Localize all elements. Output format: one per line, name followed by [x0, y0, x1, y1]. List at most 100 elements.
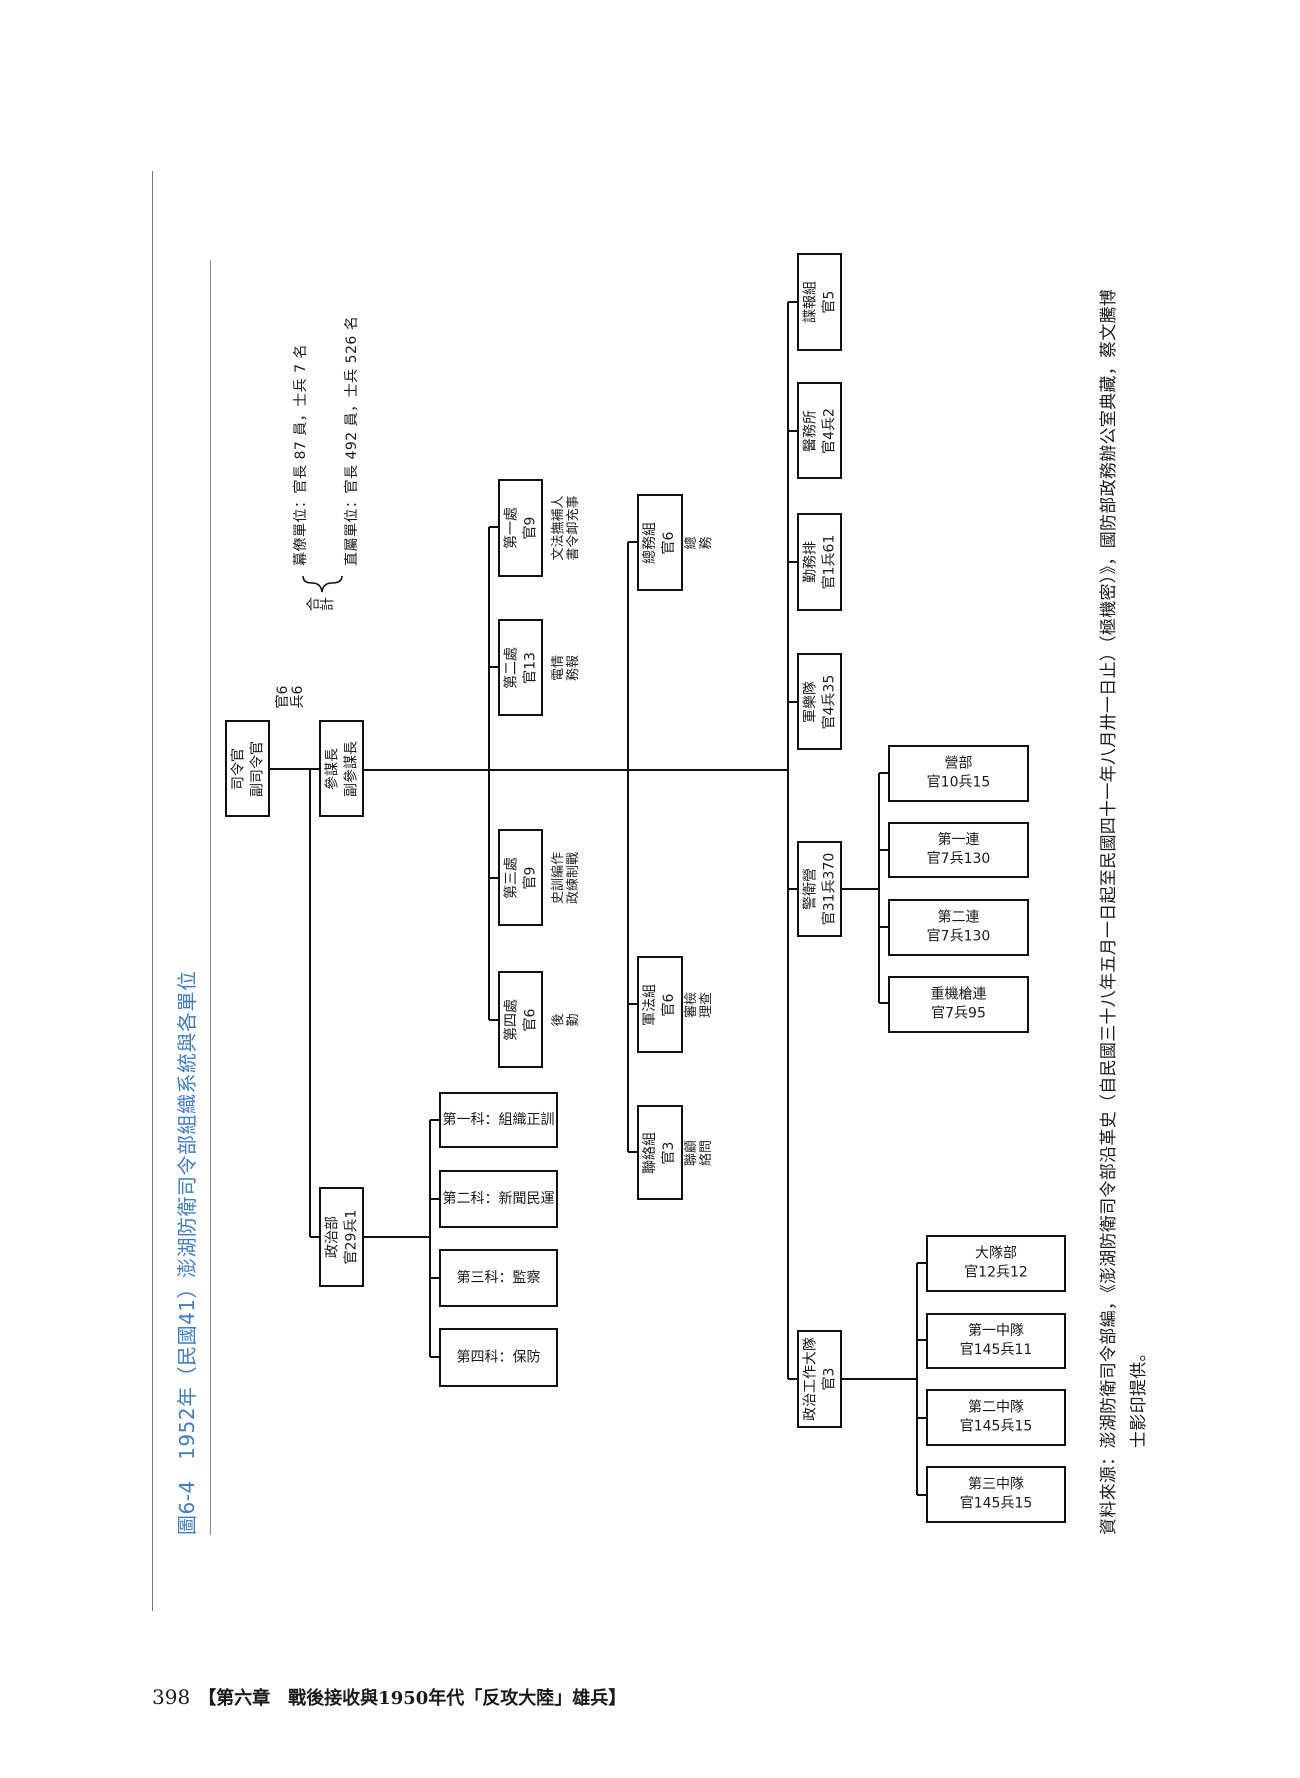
duty-line: 文法撫補人 [551, 495, 566, 561]
unit-personnel-count: 副參謀長 [342, 740, 359, 797]
unit-personnel-count: 官9 [521, 516, 538, 540]
unit-name: 第四處 [502, 998, 519, 1041]
unit-name: 軍樂隊 [801, 680, 818, 723]
unit-name: 警衛營 [801, 868, 818, 910]
org-unit-section1: 第一科：組織正訓 [439, 1092, 558, 1148]
unit-personnel-count: 官10兵15 [926, 774, 991, 791]
summary-brace-icon [302, 575, 343, 593]
connector-line [917, 1261, 926, 1265]
unit-name: 第一處 [502, 507, 519, 549]
connector-line [788, 700, 797, 704]
connector-line [842, 1377, 917, 1381]
connector-line [628, 540, 637, 544]
connector-line [430, 1118, 439, 1122]
unit-duties-note: 後勤 [551, 1013, 581, 1026]
chapter-title: 【第六章 戰後接收與1950年代「反攻大陸」雄兵】 [198, 1688, 627, 1709]
unit-personnel-count: 官145兵15 [959, 1495, 1033, 1512]
connector-line [364, 768, 788, 772]
connector-line [877, 773, 881, 1003]
duty-line: 務報 [566, 654, 581, 681]
figure-title: 圖6-4 1952年（民國41）澎湖防衛司令部組織系統與各單位 [171, 970, 200, 1535]
org-unit-dept1: 第一處官9 [498, 479, 543, 577]
connector-line [788, 1377, 797, 1381]
connector-line [788, 887, 797, 891]
connector-line [788, 429, 797, 433]
org-unit-brigade-hq: 大隊部官12兵12 [926, 1235, 1066, 1292]
unit-name: 營部 [944, 755, 973, 772]
org-unit-dept3: 第三處官9 [498, 829, 543, 926]
org-unit-commander: 司令官副司令官 [225, 720, 270, 817]
duty-line: 絡問 [699, 1139, 714, 1166]
org-unit-intelligence: 諜報組官5 [797, 253, 842, 351]
org-unit-company2: 第二連官7兵130 [888, 899, 1029, 956]
unit-personnel-count: 官7兵130 [926, 928, 991, 945]
unit-name: 第一連 [937, 832, 980, 848]
org-unit-guard-hq: 營部官10兵15 [888, 745, 1029, 802]
org-unit-political-dept: 政治部官29兵1 [319, 1187, 364, 1287]
unit-personnel-count: 官7兵130 [926, 851, 991, 867]
unit-name: 第三中隊 [968, 1476, 1024, 1493]
unit-name: 第二連 [937, 909, 980, 926]
unit-name: 第二中隊 [968, 1399, 1024, 1416]
org-unit-squad3: 第三中隊官145兵15 [926, 1466, 1066, 1523]
unit-personnel-count: 官3 [661, 1141, 677, 1164]
connector-line [628, 1150, 637, 1154]
org-unit-guard: 警衛營官31兵370 [797, 841, 842, 937]
unit-name: 政治工作大隊 [801, 1337, 818, 1421]
org-unit-band: 軍樂隊官4兵35 [797, 653, 842, 750]
org-unit-general-affairs: 總務組官6 [637, 494, 683, 591]
summary-label: 合 計 [306, 597, 336, 611]
connector-line [308, 769, 312, 1237]
unit-name: 第三處 [502, 856, 519, 899]
unit-duties-note: 聯顧絡問 [684, 1139, 714, 1165]
duty-line: 政練制戰 [566, 851, 581, 904]
duty-line: 審檢 [684, 991, 699, 1018]
unit-duties-note: 審檢理查 [684, 991, 714, 1017]
summary-label-char: 計 [320, 597, 336, 611]
duty-line: 理查 [699, 991, 714, 1018]
unit-personnel-count: 官13 [521, 651, 538, 684]
connector-line [788, 560, 797, 564]
unit-name: 大隊部 [975, 1245, 1017, 1262]
connector-line [489, 876, 498, 880]
figure-title-text: 1952年（民國41）澎湖防衛司令部組織系統與各單位 [175, 970, 199, 1460]
connector-line [879, 848, 888, 852]
unit-personnel-count: 官4兵2 [820, 407, 837, 454]
duty-line: 勤 [566, 1012, 581, 1027]
unit-name: 第二科：新聞民運 [442, 1190, 555, 1207]
connector-line [489, 665, 498, 669]
unit-personnel-count: 官9 [521, 866, 538, 889]
org-unit-service: 勤務排官1兵61 [797, 513, 842, 611]
connector-line [917, 1416, 926, 1420]
unit-personnel-count: 官5 [820, 290, 837, 314]
connector-line [915, 1263, 919, 1495]
connector-line [788, 300, 797, 304]
org-unit-squad1: 第一中隊官145兵11 [926, 1313, 1066, 1369]
duty-line: 史訓編作 [551, 851, 566, 904]
org-unit-section3: 第三科：監察 [439, 1249, 558, 1307]
duty-line: 後 [551, 1012, 566, 1027]
unit-name: 諜報組 [801, 281, 818, 323]
unit-name: 聯絡組 [642, 1131, 658, 1174]
connector-line [842, 887, 879, 891]
connector-line [310, 1235, 319, 1239]
connector-line [489, 1018, 498, 1022]
unit-duties-note: 總務 [684, 536, 714, 549]
unit-name: 第一科：組織正訓 [442, 1111, 555, 1128]
unit-personnel-count: 副司令官 [248, 740, 265, 797]
unit-name: 醫務所 [801, 409, 818, 452]
summary-label-char: 合 [306, 597, 322, 611]
unit-personnel-count: 官1兵61 [820, 534, 837, 590]
page-footer: 398【第六章 戰後接收與1950年代「反攻大陸」雄兵】 [152, 1684, 626, 1710]
unit-personnel-count: 官6 [661, 531, 677, 554]
connector-line [430, 1197, 439, 1201]
connector-line [917, 1338, 926, 1342]
unit-name: 重機槍連 [930, 986, 987, 1003]
unit-duties-note: 史訓編作政練制戰 [551, 851, 581, 903]
connector-line [270, 767, 319, 771]
unit-personnel-count: 官31兵370 [820, 852, 837, 926]
source-citation-line-2: 士影印提供。 [1129, 1344, 1149, 1448]
commander-staff-officers: 官6 [275, 685, 291, 709]
connector-line [917, 1493, 926, 1497]
connector-line [364, 1235, 430, 1239]
